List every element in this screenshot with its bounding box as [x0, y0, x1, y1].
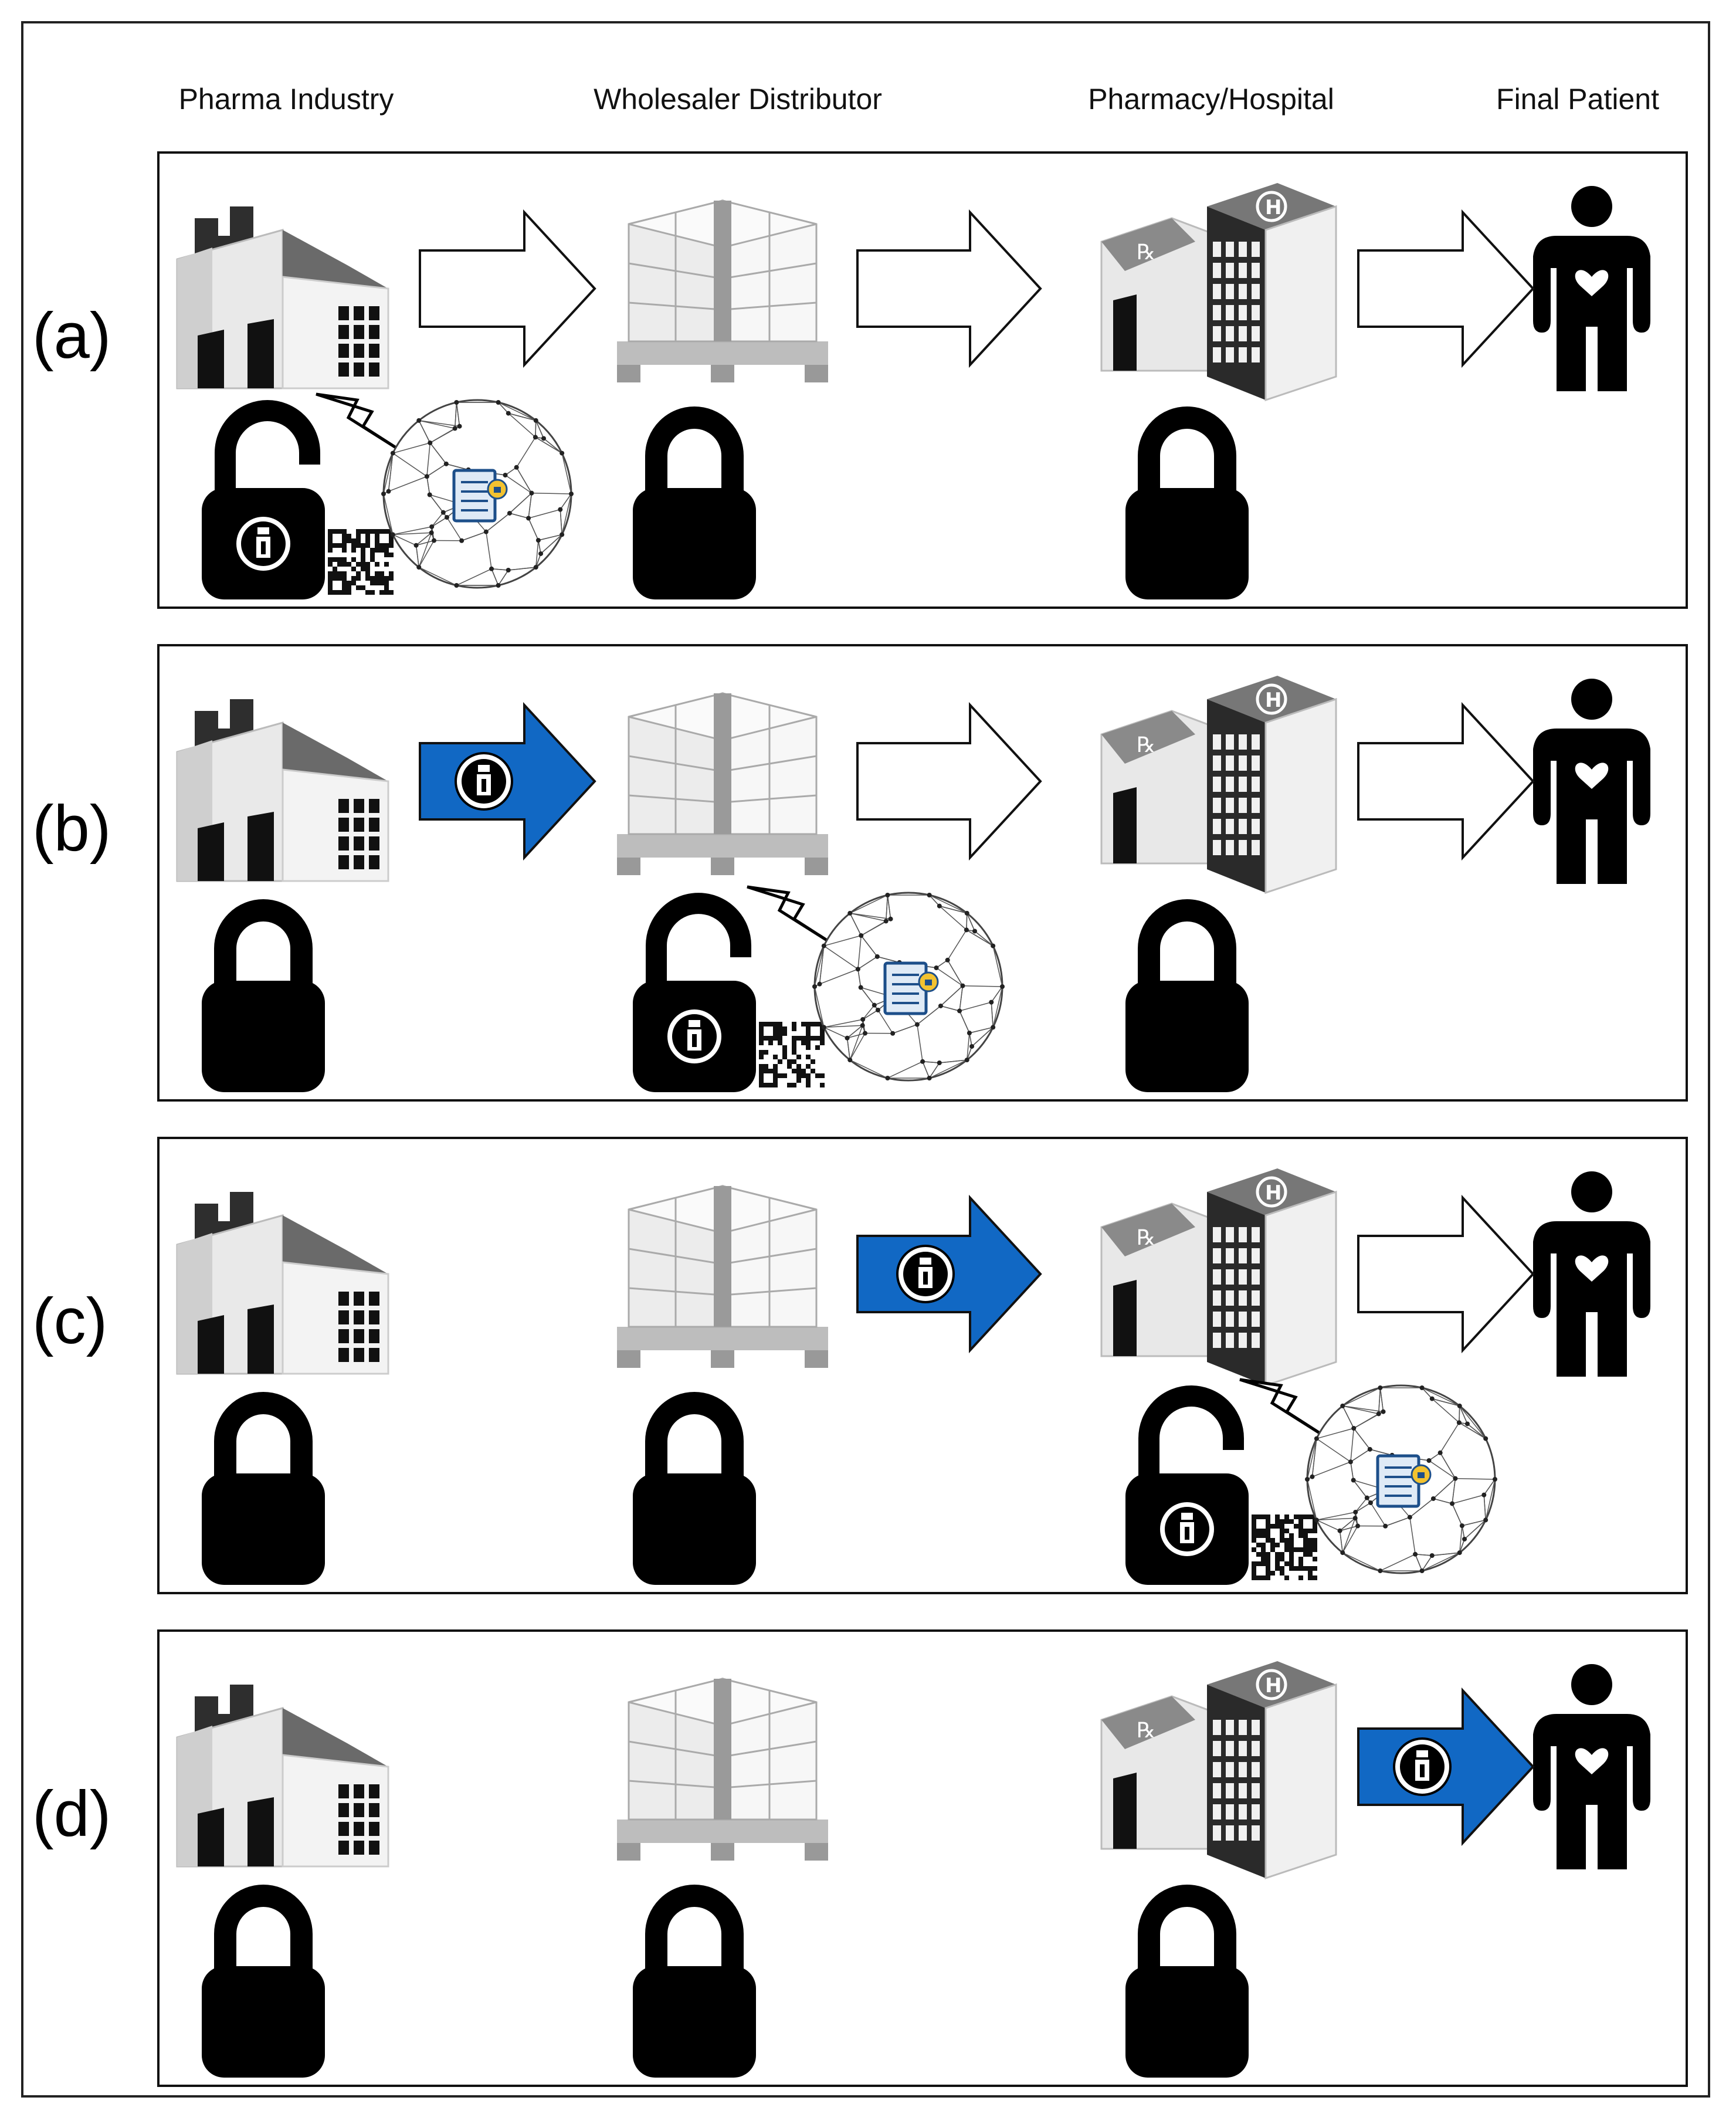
scenario-panel: ℞H — [157, 644, 1688, 1102]
blockchain-network-sphere-icon — [1305, 1384, 1497, 1574]
data-transfer-arrow-active — [1357, 1687, 1535, 1846]
patient-icon — [1533, 1171, 1650, 1377]
svg-text:H: H — [1265, 1674, 1281, 1698]
pallet-boxes-icon — [617, 1185, 828, 1368]
factory-icon — [176, 1685, 389, 1868]
locked-padlock-icon — [1125, 899, 1249, 1092]
svg-text:H: H — [1265, 689, 1281, 712]
svg-text:℞: ℞ — [1137, 733, 1155, 757]
locked-padlock-icon — [633, 406, 756, 599]
unique-id-badge-icon — [1393, 1737, 1452, 1796]
panel-drawing: ℞H — [176, 183, 1650, 599]
lightning-bolt-icon — [747, 885, 836, 947]
ledger-document-icon — [452, 469, 508, 523]
qr-code-icon — [1252, 1514, 1317, 1580]
svg-text:℞: ℞ — [1137, 1226, 1155, 1250]
scenario-panel: ℞H — [157, 151, 1688, 609]
pharmacy-hospital-icon: ℞H — [1100, 183, 1337, 402]
unlocked-padlock-icon — [633, 893, 756, 1092]
data-transfer-arrow-active — [419, 702, 596, 861]
locked-padlock-icon — [633, 1392, 756, 1585]
flow-arrow — [1357, 209, 1535, 368]
pallet-boxes-icon — [617, 692, 828, 875]
svg-text:℞: ℞ — [1137, 240, 1155, 265]
svg-text:℞: ℞ — [1137, 1719, 1155, 1743]
svg-text:H: H — [1265, 196, 1281, 219]
scenario-panel: ℞H — [157, 1137, 1688, 1594]
column-label-patient: Final Patient — [1496, 83, 1659, 116]
qr-code-icon — [759, 1022, 825, 1087]
panel-label: (d) — [32, 1778, 111, 1850]
unlocked-padlock-icon — [202, 400, 325, 599]
unlocked-padlock-icon — [1125, 1385, 1249, 1585]
locked-padlock-icon — [1125, 1885, 1249, 2078]
pharmacy-hospital-icon: ℞H — [1100, 676, 1337, 895]
unique-id-badge-icon — [455, 752, 513, 811]
blockchain-network-sphere-icon — [381, 399, 574, 589]
patient-icon — [1533, 1664, 1650, 1869]
svg-text:H: H — [1265, 1181, 1281, 1205]
qr-code-icon — [328, 529, 394, 595]
blockchain-network-sphere-icon — [812, 892, 1005, 1082]
flow-arrow — [419, 209, 596, 368]
flow-arrow — [856, 209, 1042, 368]
panel-label: (a) — [32, 300, 111, 372]
lightning-bolt-icon — [1239, 1378, 1329, 1440]
locked-padlock-icon — [202, 899, 325, 1092]
pharmacy-hospital-icon: ℞H — [1100, 1168, 1337, 1387]
pallet-boxes-icon — [617, 1678, 828, 1861]
figure-frame — [21, 21, 1710, 2098]
locked-padlock-icon — [202, 1392, 325, 1585]
column-label-wholesaler: Wholesaler Distributor — [594, 83, 882, 116]
factory-icon — [176, 1192, 389, 1375]
pallet-boxes-icon — [617, 199, 828, 382]
panel-drawing: ℞H — [176, 676, 1650, 1092]
panel-drawing: ℞H — [176, 1661, 1650, 2078]
ledger-document-icon — [1376, 1454, 1432, 1508]
unique-id-badge-icon — [896, 1245, 955, 1303]
panel-label: (c) — [32, 1285, 108, 1357]
panel-label: (b) — [32, 792, 111, 865]
pharmacy-hospital-icon: ℞H — [1100, 1661, 1337, 1880]
flow-arrow — [1357, 1194, 1535, 1354]
patient-icon — [1533, 679, 1650, 884]
panel-drawing: ℞H — [176, 1168, 1650, 1585]
flow-arrow — [856, 702, 1042, 861]
data-transfer-arrow-active — [856, 1194, 1042, 1354]
patient-icon — [1533, 186, 1650, 391]
lightning-bolt-icon — [316, 392, 405, 455]
scenario-panel: ℞H — [157, 1629, 1688, 2087]
locked-padlock-icon — [633, 1885, 756, 2078]
factory-icon — [176, 206, 389, 389]
locked-padlock-icon — [202, 1885, 325, 2078]
locked-padlock-icon — [1125, 406, 1249, 599]
column-label-pharma: Pharma Industry — [178, 83, 394, 116]
ledger-document-icon — [883, 961, 939, 1015]
factory-icon — [176, 699, 389, 882]
column-label-pharmacy: Pharmacy/Hospital — [1088, 83, 1334, 116]
flow-arrow — [1357, 702, 1535, 861]
